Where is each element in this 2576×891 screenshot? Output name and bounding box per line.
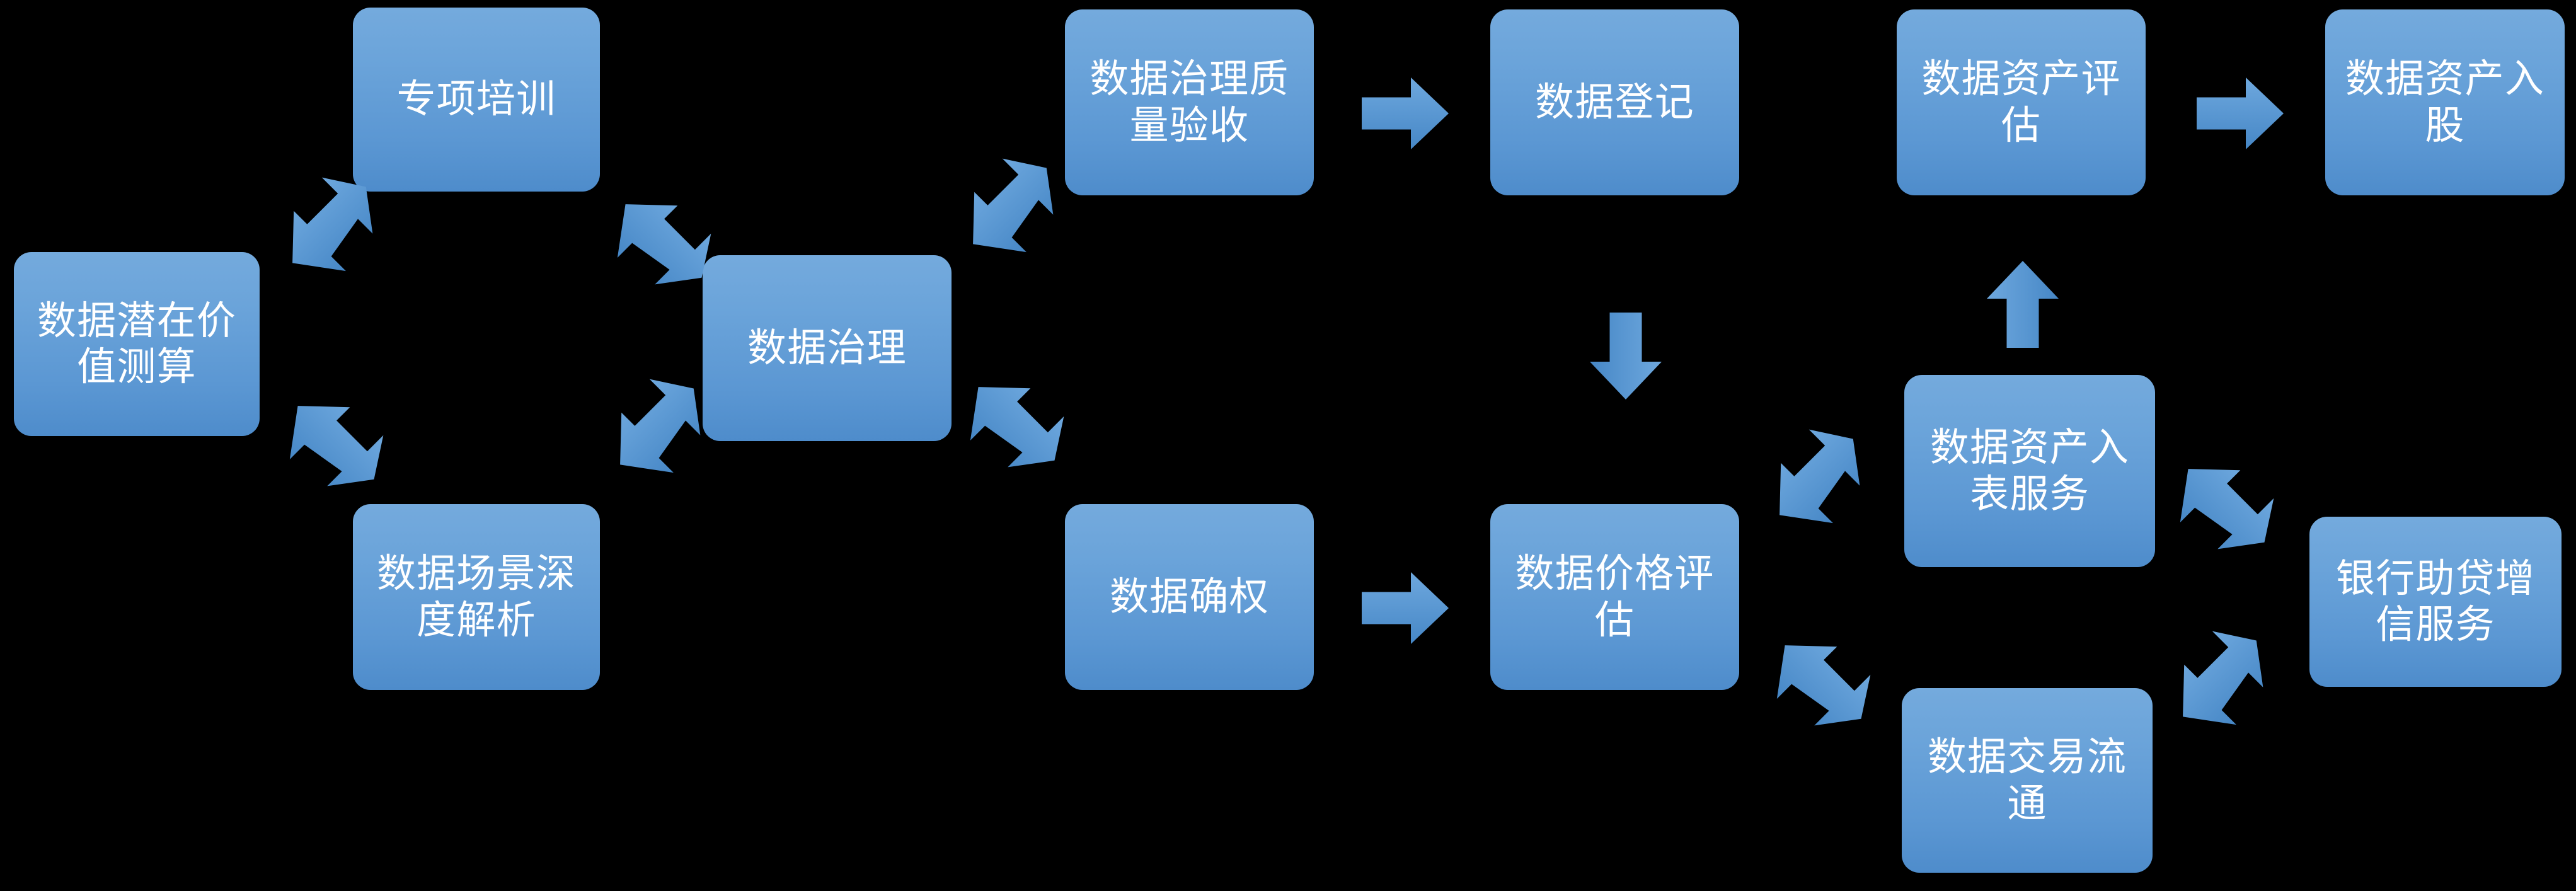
node-price-assessment[interactable]: 数据价格评估: [1490, 504, 1739, 690]
node-label: 数据确权: [1110, 575, 1269, 619]
node-data-governance[interactable]: 数据治理: [703, 255, 952, 441]
node-asset-assessment[interactable]: 数据资产评估: [1897, 9, 2146, 195]
arrow-up-right-icon: [2168, 631, 2263, 737]
node-label: 数据交易流通: [1927, 735, 2127, 825]
node-label: 数据资产入表服务: [1929, 426, 2130, 516]
node-label: 数据价格评估: [1515, 552, 1715, 642]
node-rights-confirm[interactable]: 数据确权: [1065, 504, 1314, 690]
arrow-down-right-icon: [958, 372, 1064, 468]
arrow-up-right-icon: [605, 379, 701, 485]
arrow-right-icon: [2193, 66, 2287, 161]
node-label: 数据资产入股: [2345, 57, 2545, 147]
arrow-down-icon: [1578, 309, 1673, 403]
node-special-training[interactable]: 专项培训: [353, 8, 600, 192]
node-label: 数据潜在价值测算: [37, 299, 237, 389]
node-label: 专项培训: [396, 78, 556, 122]
node-potential-value[interactable]: 数据潜在价值测算: [14, 252, 260, 436]
arrow-down-right-icon: [2168, 454, 2274, 549]
node-label: 数据治理: [747, 326, 907, 370]
node-label: 数据治理质量验收: [1090, 57, 1289, 147]
node-asset-equity[interactable]: 数据资产入股: [2325, 9, 2565, 195]
arrow-up-right-icon: [1764, 429, 1860, 536]
node-data-trading[interactable]: 数据交易流通: [1902, 688, 2153, 873]
arrow-down-right-icon: [1764, 630, 1871, 726]
arrow-down-right-icon: [605, 189, 711, 285]
arrow-right-icon: [1358, 66, 1452, 161]
node-data-registration[interactable]: 数据登记: [1490, 9, 1739, 195]
node-label: 数据资产评估: [1921, 57, 2121, 147]
arrow-right-icon: [1358, 561, 1452, 655]
node-label: 银行助贷增信服务: [2335, 556, 2536, 647]
arrow-up-right-icon: [958, 158, 1054, 265]
node-label: 数据登记: [1535, 80, 1694, 124]
node-scene-analysis[interactable]: 数据场景深度解析: [353, 504, 600, 690]
arrow-up-right-icon: [277, 177, 373, 284]
node-bank-credit[interactable]: 银行助贷增信服务: [2309, 517, 2562, 687]
node-asset-onbalance[interactable]: 数据资产入表服务: [1904, 375, 2155, 567]
node-label: 数据场景深度解析: [376, 552, 577, 642]
arrow-up-icon: [1975, 257, 2070, 352]
arrow-down-right-icon: [277, 391, 384, 486]
node-quality-acceptance[interactable]: 数据治理质量验收: [1065, 9, 1314, 195]
